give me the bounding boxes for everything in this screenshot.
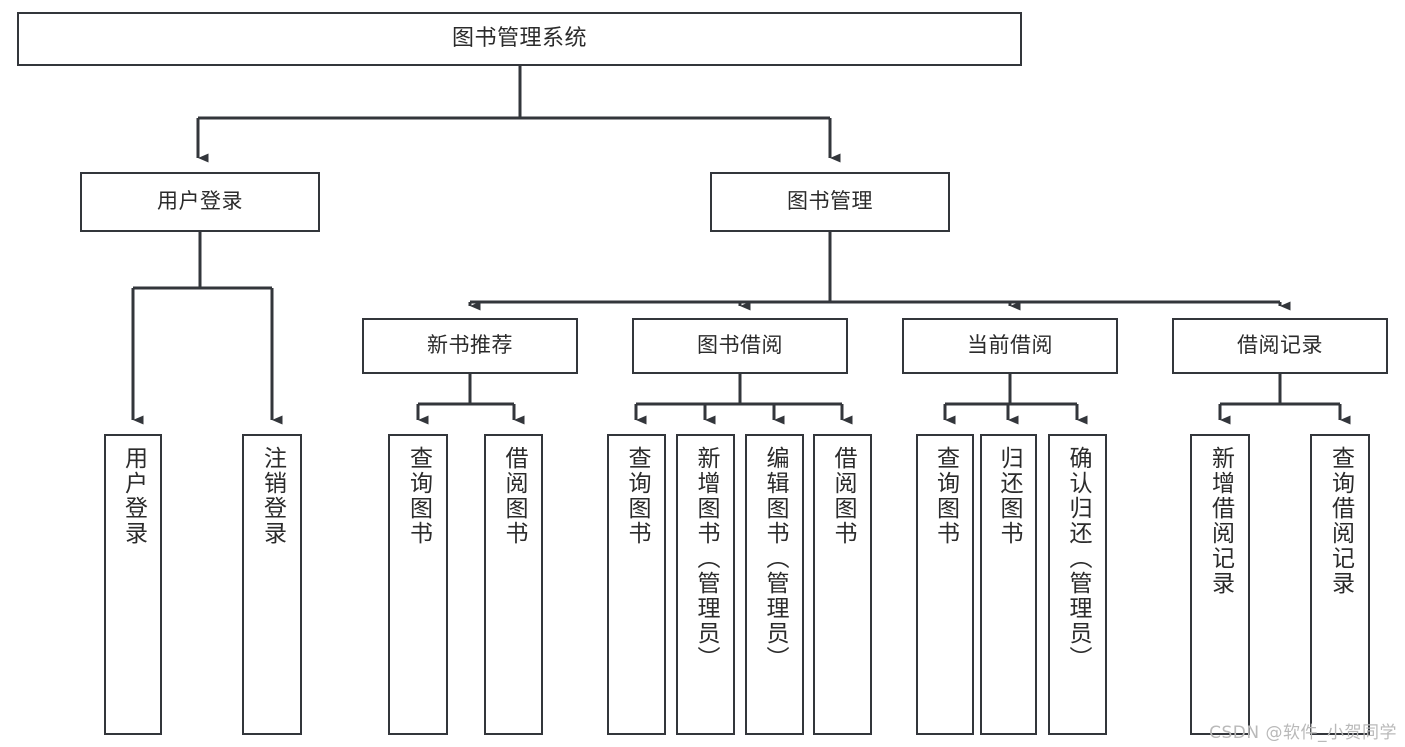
leaf-logout-label: 注销登录 bbox=[259, 446, 286, 546]
node-user-login[interactable]: 用户登录 bbox=[80, 172, 320, 232]
node-book-borrow-label: 图书借阅 bbox=[697, 333, 783, 358]
node-book-borrow[interactable]: 图书借阅 bbox=[632, 318, 848, 374]
node-borrow-record[interactable]: 借阅记录 bbox=[1172, 318, 1388, 374]
leaf-borrow-book[interactable]: 借阅图书 bbox=[813, 434, 872, 735]
node-book-management[interactable]: 图书管理 bbox=[710, 172, 950, 232]
leaf-add-book-admin-label: 新增图书（管理员） bbox=[693, 446, 719, 671]
leaf-confirm-return-admin-label: 确认归还（管理员） bbox=[1065, 446, 1091, 671]
leaf-logout[interactable]: 注销登录 bbox=[242, 434, 302, 735]
node-borrow-record-label: 借阅记录 bbox=[1237, 333, 1323, 358]
leaf-user-login-label: 用户登录 bbox=[120, 446, 147, 546]
leaf-query-book-current[interactable]: 查询图书 bbox=[916, 434, 974, 735]
leaf-add-borrow-record[interactable]: 新增借阅记录 bbox=[1190, 434, 1250, 735]
leaf-query-book-borrow[interactable]: 查询图书 bbox=[607, 434, 666, 735]
node-root[interactable]: 图书管理系统 bbox=[17, 12, 1022, 66]
leaf-return-book-label: 归还图书 bbox=[996, 446, 1022, 546]
leaf-borrow-book-recommend-label: 借阅图书 bbox=[501, 446, 527, 546]
leaf-query-book-current-label: 查询图书 bbox=[932, 446, 959, 546]
node-user-login-label: 用户登录 bbox=[157, 189, 243, 214]
leaf-edit-book-admin[interactable]: 编辑图书（管理员） bbox=[745, 434, 804, 735]
watermark: CSDN @软件_小贺同学 bbox=[1209, 723, 1397, 743]
node-current-borrow-label: 当前借阅 bbox=[967, 333, 1053, 358]
leaf-add-book-admin[interactable]: 新增图书（管理员） bbox=[676, 434, 735, 735]
leaf-query-book-borrow-label: 查询图书 bbox=[624, 446, 650, 546]
leaf-borrow-book-recommend[interactable]: 借阅图书 bbox=[484, 434, 543, 735]
leaf-query-borrow-record[interactable]: 查询借阅记录 bbox=[1310, 434, 1370, 735]
leaf-add-borrow-record-label: 新增借阅记录 bbox=[1207, 446, 1234, 596]
leaf-query-borrow-record-label: 查询借阅记录 bbox=[1327, 446, 1354, 596]
leaf-query-book-recommend[interactable]: 查询图书 bbox=[388, 434, 448, 735]
leaf-edit-book-admin-label: 编辑图书（管理员） bbox=[762, 446, 788, 671]
leaf-query-book-recommend-label: 查询图书 bbox=[405, 446, 432, 546]
leaf-user-login[interactable]: 用户登录 bbox=[104, 434, 162, 735]
node-root-label: 图书管理系统 bbox=[451, 26, 587, 52]
node-book-management-label: 图书管理 bbox=[787, 189, 873, 214]
leaf-confirm-return-admin[interactable]: 确认归还（管理员） bbox=[1048, 434, 1107, 735]
leaf-return-book[interactable]: 归还图书 bbox=[980, 434, 1037, 735]
node-current-borrow[interactable]: 当前借阅 bbox=[902, 318, 1118, 374]
node-new-book-recommend[interactable]: 新书推荐 bbox=[362, 318, 578, 374]
node-new-book-recommend-label: 新书推荐 bbox=[427, 333, 513, 358]
leaf-borrow-book-label: 借阅图书 bbox=[830, 446, 856, 546]
